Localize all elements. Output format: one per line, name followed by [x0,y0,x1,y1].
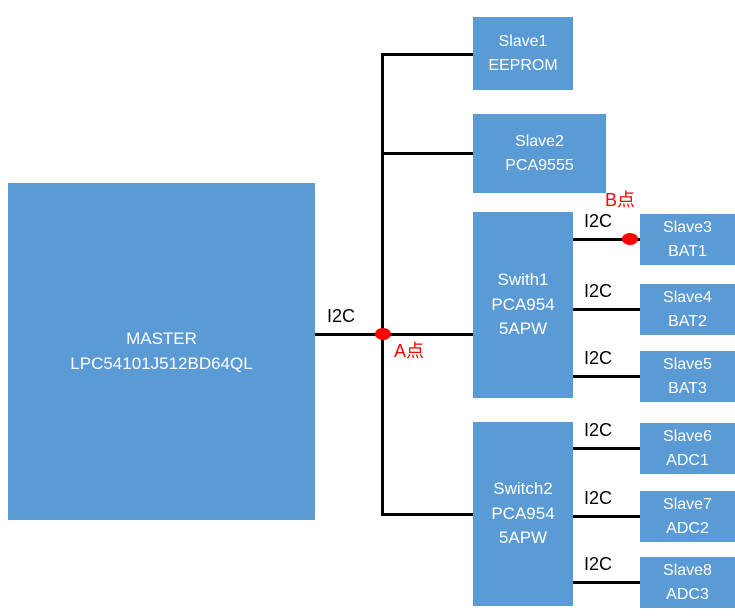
slave3-i2c-label: I2C [584,211,613,231]
slave5-name: Slave5 [663,356,712,374]
point-a-label: A点 [394,341,425,361]
slave3-box: Slave3 BAT1 [640,214,735,265]
line-switch1-to-slave4 [573,308,640,311]
switch1-box: Swith1 PCA954 5APW [473,212,573,398]
slave5-box: Slave5 BAT3 [640,351,735,402]
node-a-dot-icon [375,328,391,340]
slave2-box: Slave2 PCA9555 [473,114,606,193]
point-b-label: B点 [605,190,636,210]
node-b-dot-icon [622,233,638,245]
slave4-part: BAT2 [668,312,707,330]
switch1-part-line1: PCA954 [491,294,555,314]
switch1-part-line2: 5APW [498,319,548,339]
line-switch2-to-slave8 [573,581,640,584]
slave8-name: Slave8 [663,562,712,580]
slave6-name: Slave6 [663,428,712,446]
main-bus-i2c-label: I2C [327,306,356,326]
slave2-name: Slave2 [515,133,564,151]
master-box: MASTER LPC54101J512BD64QL [8,183,315,520]
switch2-name: Switch2 [493,479,553,499]
master-part-number: LPC54101J512BD64QL [70,353,253,373]
slave7-i2c-label: I2C [584,488,613,508]
slave8-box: Slave8 ADC3 [640,557,735,608]
switch2-part-line2: 5APW [498,528,548,548]
slave5-part: BAT3 [668,379,707,397]
line-switch2-to-slave7 [573,515,640,518]
line-switch1-to-slave3 [573,238,640,241]
slave7-box: Slave7 ADC2 [640,491,735,542]
line-master-to-switch1 [315,333,473,336]
slave1-part: EEPROM [488,56,558,74]
slave6-box: Slave6 ADC1 [640,423,735,474]
slave7-name: Slave7 [663,496,712,514]
line-main-bus-vertical [381,53,384,516]
slave5-i2c-label: I2C [584,348,613,368]
slave6-part: ADC1 [666,451,709,469]
slave1-box: Slave1 EEPROM [473,17,573,90]
slave3-name: Slave3 [663,219,712,237]
line-switch1-to-slave5 [573,375,640,378]
switch2-part-line1: PCA954 [491,503,555,523]
slave6-i2c-label: I2C [584,420,613,440]
slave8-part: ADC3 [666,585,709,603]
line-bus-to-switch2 [383,513,473,516]
switch1-name: Swith1 [497,270,549,290]
slave7-part: ADC2 [666,519,709,537]
line-bus-to-slave1 [383,53,473,56]
switch2-box: Switch2 PCA954 5APW [473,422,573,606]
line-switch2-to-slave6 [573,447,640,450]
slave4-box: Slave4 BAT2 [640,284,735,335]
slave8-i2c-label: I2C [584,554,613,574]
slave4-i2c-label: I2C [584,281,613,301]
slave1-name: Slave1 [498,33,548,51]
slave3-part: BAT1 [668,242,707,260]
slave4-name: Slave4 [663,289,712,307]
line-bus-to-slave2 [383,152,473,155]
slave2-part: PCA9555 [505,156,574,174]
master-name: MASTER [126,328,197,348]
